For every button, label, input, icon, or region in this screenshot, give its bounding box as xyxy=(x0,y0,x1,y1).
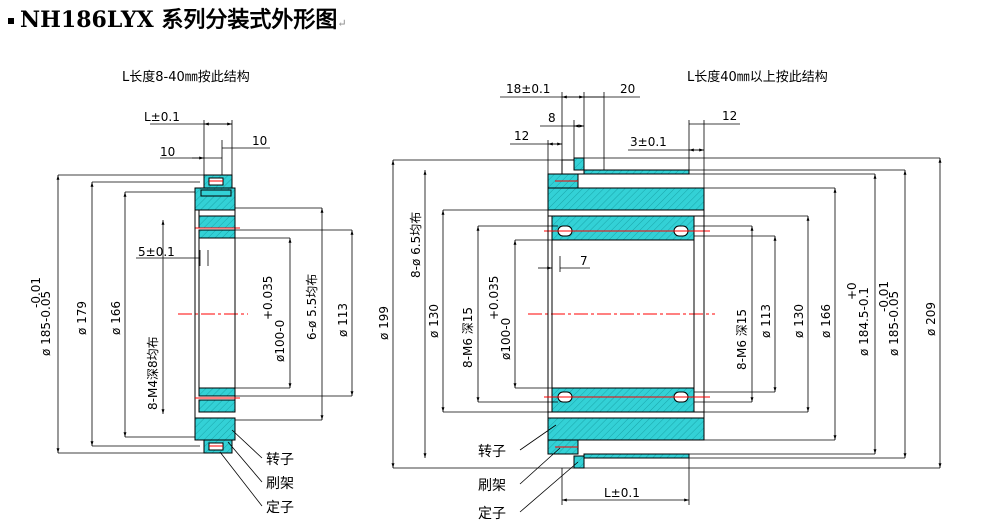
left-dim-5: 5±0.1 xyxy=(138,245,175,259)
left-part-brush: 刷架 xyxy=(266,476,294,492)
right-part-stator: 定子 xyxy=(478,506,506,522)
right-dim-8: 8 xyxy=(548,111,556,125)
left-dim-100-tol: +0.035 xyxy=(261,276,275,320)
right-rotor-top xyxy=(547,187,705,211)
left-view xyxy=(178,174,248,454)
right-part-rotor: 转子 xyxy=(478,444,506,460)
left-dim-185: ø 185-0.05 xyxy=(39,291,53,356)
right-dim-209: ø 209 xyxy=(924,302,938,336)
right-dim-130b: ø 130 xyxy=(792,304,806,338)
left-dim-10a: 10 xyxy=(160,145,175,159)
right-dim-12b: 12 xyxy=(722,109,737,123)
left-view-note: L长度8-40㎜按此结构 xyxy=(122,70,250,85)
left-dim-10b: 10 xyxy=(252,134,267,148)
right-dim-184-tol: +0 xyxy=(845,282,859,300)
left-rotor-bottom xyxy=(194,417,236,441)
left-dim-m4: 8-M4深8均布 xyxy=(146,336,160,410)
right-dim-113: ø 113 xyxy=(759,304,773,338)
right-dim-m6b: 8-M6 深15 xyxy=(735,309,749,370)
bullet-icon xyxy=(8,18,14,24)
right-dim-m6a: 8-M6 深15 xyxy=(461,307,475,368)
right-dim-185: ø 185-0.05 xyxy=(887,291,901,356)
title-text: NH186LYX 系列分装式外形图 xyxy=(20,7,338,33)
right-dim-12a: 12 xyxy=(514,129,529,143)
right-part-brush: 刷架 xyxy=(478,478,506,494)
return-mark: ↵ xyxy=(337,17,347,30)
right-dim-100: ø100-0 xyxy=(499,318,513,360)
right-dim-130a: ø 130 xyxy=(427,304,441,338)
left-dimensions xyxy=(56,120,354,507)
right-dim-texts: 18±0.1 20 8 12 12 3±0.1 8-ø 6.5均布 ø 199 … xyxy=(377,82,938,522)
left-dim-texts: L±0.1 10 10 5±0.1 ø 185-0.05 -0.01 ø 179… xyxy=(29,110,350,516)
drawing-title: NH186LYX 系列分装式外形图↵ xyxy=(8,2,347,34)
left-dim-100: ø100-0 xyxy=(273,320,287,362)
right-dim-L: L±0.1 xyxy=(604,486,640,500)
right-dim-100-tol: +0.035 xyxy=(487,276,501,320)
left-dim-113: ø 113 xyxy=(336,303,350,337)
right-dim-3: 3±0.1 xyxy=(630,135,667,149)
right-dim-166: ø 166 xyxy=(819,304,833,338)
right-view-note: L长度40㎜以上按此结构 xyxy=(687,70,828,85)
left-part-rotor: 转子 xyxy=(266,452,294,468)
left-dim-holes: 6-ø 5.5均布 xyxy=(305,274,319,340)
right-view xyxy=(528,157,715,469)
right-dim-20: 20 xyxy=(620,82,635,96)
left-dim-185-tol: -0.01 xyxy=(29,277,43,308)
left-dim-166: ø 166 xyxy=(109,301,123,335)
right-dim-holes: 8-ø 6.5均布 xyxy=(409,212,423,278)
left-dim-179: ø 179 xyxy=(75,301,89,335)
left-dim-L: L±0.1 xyxy=(144,110,180,124)
right-rotor-bottom xyxy=(547,417,705,441)
right-dim-199: ø 199 xyxy=(377,306,391,340)
right-dim-7: 7 xyxy=(580,254,588,268)
left-part-stator: 定子 xyxy=(266,500,294,516)
right-dim-184: ø 184.5-0.1 xyxy=(857,287,871,356)
right-dim-18: 18±0.1 xyxy=(506,82,550,96)
right-dimensions xyxy=(391,92,942,513)
right-dim-185-tol: -0.01 xyxy=(877,281,891,312)
